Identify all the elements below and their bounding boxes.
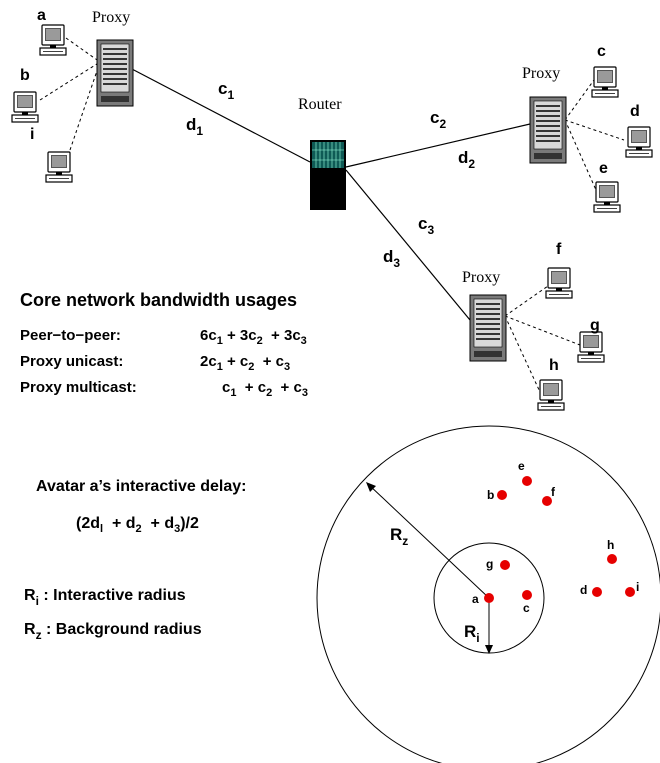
avatar-dot xyxy=(592,587,602,597)
rz-arrowhead xyxy=(366,482,376,492)
usage-row-label: Proxy unicast: xyxy=(20,353,123,370)
usage-row-label: Peer−to−peer: xyxy=(20,327,121,344)
avatar-label: b xyxy=(487,488,494,502)
link-proxy1-router xyxy=(129,67,311,163)
avatar-label: e xyxy=(518,459,525,473)
client-label: b xyxy=(20,67,30,84)
proxy-server-icon xyxy=(96,39,134,107)
computer-icon xyxy=(11,91,39,123)
computer-icon xyxy=(545,267,573,299)
computer-icon xyxy=(577,331,605,363)
legend-background-radius: Rz : Background radius xyxy=(24,621,202,642)
avatar-labels: e b f g a c h d i xyxy=(472,459,639,615)
computer-icon xyxy=(537,379,565,411)
background-radius-circle xyxy=(316,425,660,763)
client-label: a xyxy=(37,7,46,24)
router-icon xyxy=(310,140,346,210)
link-label-d1: d1 xyxy=(186,115,203,138)
link-router-proxy3 xyxy=(345,169,471,321)
link-router-proxy2 xyxy=(345,123,531,168)
avatar-dot xyxy=(542,496,552,506)
avatars xyxy=(484,476,635,603)
computer-icon xyxy=(593,181,621,213)
delay-title: Avatar a’s interactive delay: xyxy=(36,478,246,495)
avatar-label: d xyxy=(580,583,587,597)
proxy-server-icon xyxy=(529,96,567,164)
avatar-dot xyxy=(522,590,532,600)
link-label-d2: d2 xyxy=(458,148,475,171)
link-label-c3: c3 xyxy=(418,214,434,237)
avatar-dot xyxy=(625,587,635,597)
usage-table: Peer−to−peer: 6c1 + 3c2 + 3c3 Proxy unic… xyxy=(20,327,308,399)
ri-arrowhead xyxy=(485,645,493,654)
proxy-server-icon xyxy=(469,294,507,362)
proxy-label: Proxy xyxy=(462,269,500,286)
client-label: c xyxy=(597,43,606,60)
avatar-dot xyxy=(607,554,617,564)
proxy-label: Proxy xyxy=(522,65,560,82)
client-label: h xyxy=(549,357,559,374)
rz-arrow xyxy=(367,483,490,599)
avatar-dot xyxy=(522,476,532,486)
link-labels: c1 d1 c2 d2 c3 d3 xyxy=(186,79,475,270)
computer-icon xyxy=(591,66,619,98)
computer-icon xyxy=(625,126,653,158)
avatar-label: a xyxy=(472,592,479,606)
avatar-label: g xyxy=(486,557,493,571)
usage-row-formula: 2c1 + c2 + c3 xyxy=(200,353,290,373)
client-label: g xyxy=(590,317,600,334)
client-labels: a b i c d e f g h xyxy=(20,7,640,374)
client-label: f xyxy=(556,241,562,258)
rz-label: Rz xyxy=(390,525,408,548)
delay-formula: (2dl + d2 + d3)/2 xyxy=(76,515,199,535)
link-label-c1: c1 xyxy=(218,79,234,102)
computer-icon xyxy=(45,151,73,183)
client-label: i xyxy=(30,126,34,143)
avatar-dot xyxy=(497,490,507,500)
avatar-label: c xyxy=(523,601,530,615)
usage-row-formula: 6c1 + 3c2 + 3c3 xyxy=(200,327,307,347)
link-label-c2: c2 xyxy=(430,108,446,131)
avatar-dot xyxy=(500,560,510,570)
legend-interactive-radius: Ri : Interactive radius xyxy=(24,587,186,608)
router-label: Router xyxy=(298,96,342,113)
usage-title: Core network bandwidth usages xyxy=(20,290,297,310)
avatar-label: i xyxy=(636,580,639,594)
computer-icon xyxy=(39,24,67,56)
client-links xyxy=(39,37,625,393)
ri-label: Ri xyxy=(464,622,480,645)
proxy-label: Proxy xyxy=(92,9,130,26)
link-label-d3: d3 xyxy=(383,247,400,270)
avatar-label: f xyxy=(551,485,556,499)
client-label: e xyxy=(599,160,608,177)
usage-row-formula: c1 + c2 + c3 xyxy=(222,379,308,399)
avatar-dot xyxy=(484,593,494,603)
client-label: d xyxy=(630,103,640,120)
avatar-label: h xyxy=(607,538,614,552)
usage-row-label: Proxy multicast: xyxy=(20,379,137,396)
